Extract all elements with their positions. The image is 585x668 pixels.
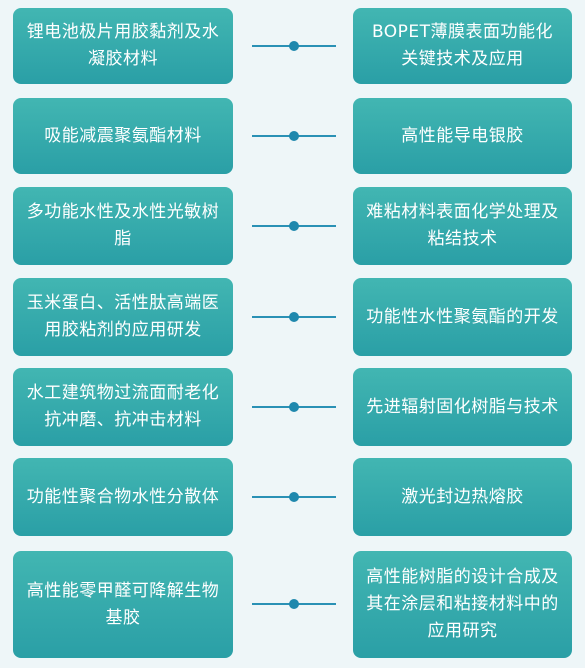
left-topic-card: 多功能水性及水性光敏树脂 [13,187,233,265]
right-topic-label: 高性能导电银胶 [401,125,524,146]
connector-dot [289,221,299,231]
left-topic-label: 高性能零甲醛可降解生物基胶 [26,580,220,628]
right-topic-card: 高性能树脂的设计合成及其在涂层和粘接材料中的应用研究 [353,551,572,658]
connector-line [252,221,336,231]
left-topic-label: 吸能减震聚氨酯材料 [44,125,202,146]
left-topic-label: 多功能水性及水性光敏树脂 [26,202,220,249]
connector-dot [289,492,299,502]
connector-line [252,599,336,609]
right-topic-card: 高性能导电银胶 [353,98,572,174]
connector-dot [289,312,299,322]
left-topic-card: 玉米蛋白、活性肽高端医用胶粘剂的应用研发 [13,278,233,356]
left-topic-card: 功能性聚合物水性分散体 [13,458,233,536]
left-topic-card: 高性能零甲醛可降解生物基胶 [13,551,233,658]
right-topic-label: 激光封边热熔胶 [401,486,524,507]
connector-dot [289,131,299,141]
right-topic-card: 难粘材料表面化学处理及粘结技术 [353,187,572,265]
connector-line [252,492,336,502]
connector-dot [289,41,299,51]
right-topic-label: 难粘材料表面化学处理及粘结技术 [366,202,559,249]
right-topic-label: BOPET薄膜表面功能化关键技术及应用 [371,22,554,69]
right-topic-card: 功能性水性聚氨酯的开发 [353,278,572,356]
right-topic-label: 先进辐射固化树脂与技术 [366,396,559,417]
right-topic-card: 先进辐射固化树脂与技术 [353,368,572,446]
right-topic-card: 激光封边热熔胶 [353,458,572,536]
left-topic-card: 锂电池极片用胶黏剂及水凝胶材料 [13,8,233,84]
connector-line [252,41,336,51]
right-topic-label: 高性能树脂的设计合成及其在涂层和粘接材料中的应用研究 [366,567,559,641]
connector-line [252,312,336,322]
right-topic-label: 功能性水性聚氨酯的开发 [366,306,559,327]
left-topic-label: 功能性聚合物水性分散体 [26,486,220,507]
connector-line [252,402,336,412]
left-topic-card: 吸能减震聚氨酯材料 [13,98,233,174]
connector-dot [289,402,299,412]
right-topic-card: BOPET薄膜表面功能化关键技术及应用 [353,8,572,84]
left-topic-label: 水工建筑物过流面耐老化抗冲磨、抗冲击材料 [26,383,220,430]
connector-dot [289,599,299,609]
connector-line [252,131,336,141]
left-topic-card: 水工建筑物过流面耐老化抗冲磨、抗冲击材料 [13,368,233,446]
left-topic-label: 锂电池极片用胶黏剂及水凝胶材料 [26,22,220,69]
left-topic-label: 玉米蛋白、活性肽高端医用胶粘剂的应用研发 [26,293,220,340]
